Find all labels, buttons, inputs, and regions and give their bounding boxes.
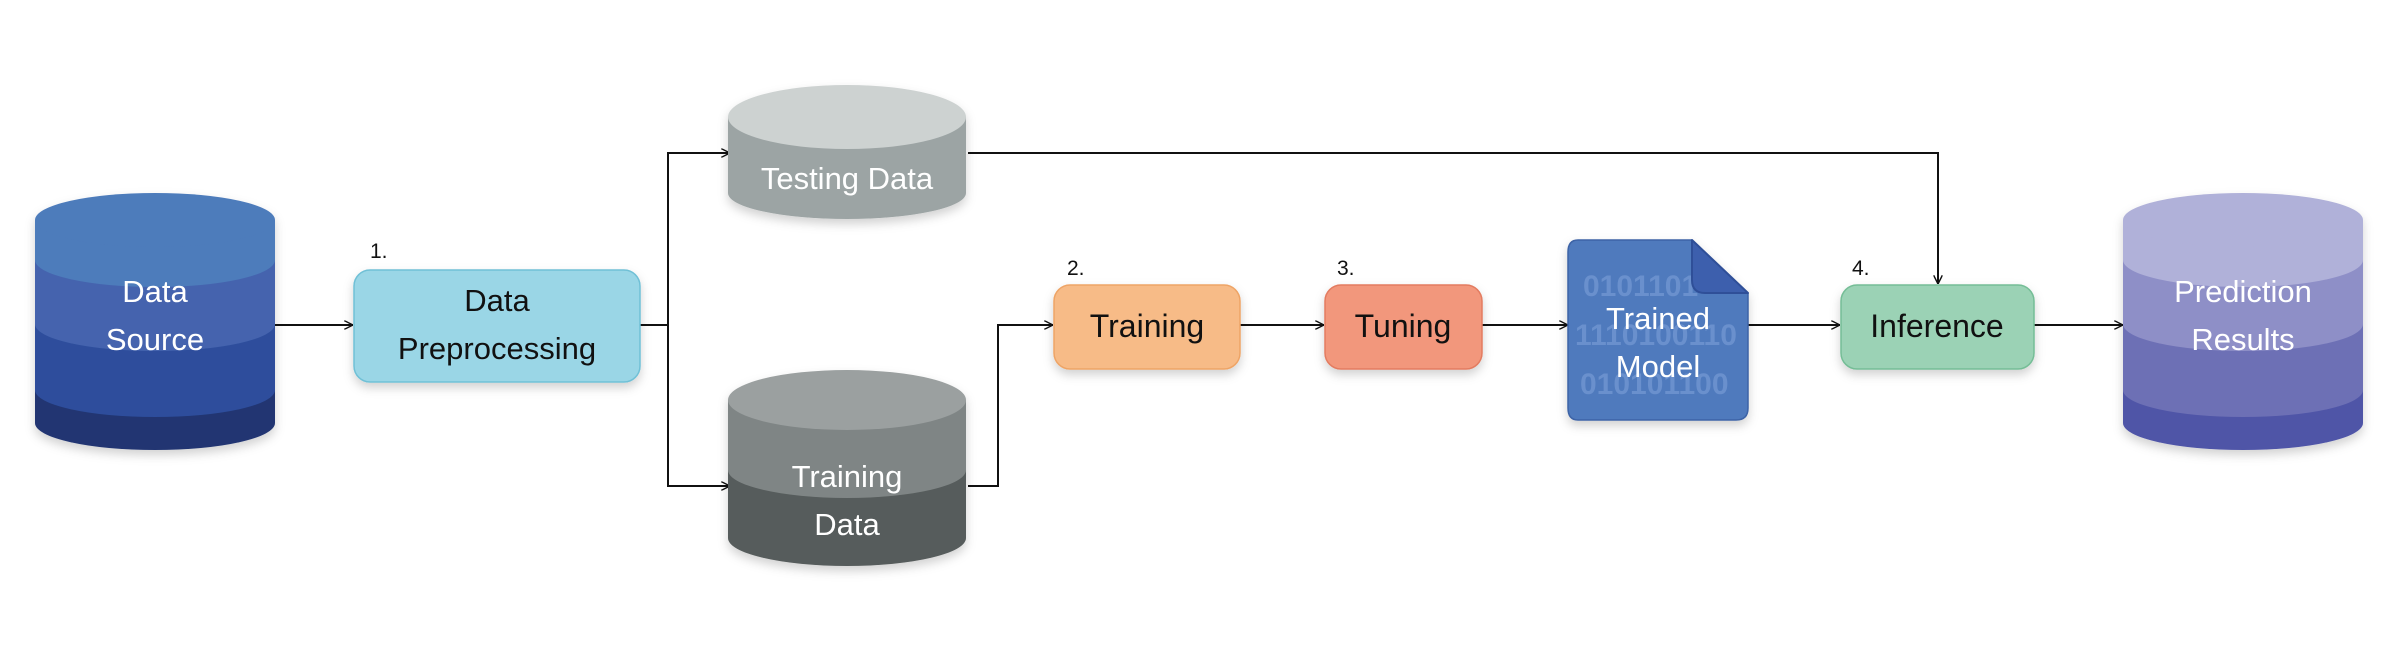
connector-split-to-testing-data [667, 153, 730, 325]
connector-split-to-training-data [667, 325, 730, 486]
trained-model-label-line2: Model [1616, 349, 1700, 384]
tuning-box [1324, 284, 1483, 370]
step-number-4: 4. [1852, 257, 1870, 280]
data-preprocessing-box [353, 269, 641, 383]
testing-data-cylinder [728, 85, 966, 219]
data-source-label-line2: Source [106, 322, 204, 357]
step-number-2: 2. [1067, 257, 1085, 280]
testing-data-label: Testing Data [761, 161, 934, 196]
training-data-cylinder [728, 370, 966, 566]
connectors [275, 153, 2123, 486]
connector-testing-data-to-inference [968, 152, 1938, 284]
binary-row-1: 0101101 [1583, 270, 1698, 303]
data-preprocessing-label-line2: Preprocessing [398, 331, 596, 366]
training-data-label-line2: Data [814, 507, 880, 542]
prediction-results-label-line1: Prediction [2174, 274, 2312, 309]
prediction-results-cylinder [2123, 193, 2363, 450]
binary-row-3: 010101100 [1580, 368, 1729, 401]
binary-pattern: 0101101 1110100110 010101100 [1575, 270, 1737, 401]
step-number-3: 3. [1337, 257, 1355, 280]
page-fold-icon [1691, 239, 1749, 294]
inference-box [1840, 284, 2035, 370]
training-box [1053, 284, 1241, 370]
prediction-results-label-line2: Results [2191, 322, 2294, 357]
trained-model-label-line1: Trained [1606, 301, 1710, 336]
tuning-label: Tuning [1355, 308, 1452, 344]
inference-label: Inference [1870, 308, 2003, 344]
trained-model-document: 0101101 1110100110 010101100 [1567, 239, 1749, 421]
data-preprocessing-label-line1: Data [464, 283, 530, 318]
step-number-1: 1. [370, 240, 388, 263]
data-source-label-line1: Data [122, 274, 188, 309]
connector-training-data-to-training [968, 325, 1053, 487]
training-data-label-line1: Training [792, 459, 903, 494]
binary-row-2: 1110100110 [1575, 319, 1737, 352]
data-source-cylinder [35, 193, 275, 450]
training-label: Training [1090, 308, 1204, 344]
